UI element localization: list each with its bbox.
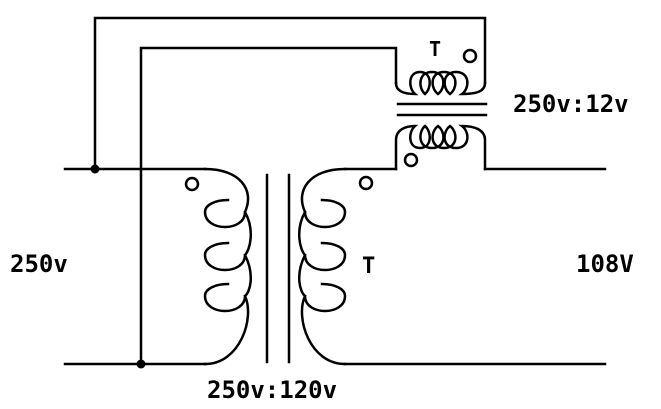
input-voltage-label: 250v xyxy=(10,250,68,278)
polarity-dot-aux-lower xyxy=(403,152,419,168)
aux-lower-coil xyxy=(394,124,487,171)
main-transformer-mark: T xyxy=(362,254,375,279)
aux-ratio-label: 250v:12v xyxy=(513,90,629,118)
main-ratio-label: 250v:120v xyxy=(207,376,337,404)
junction-dot-top xyxy=(90,164,100,174)
polarity-dot-aux-upper xyxy=(462,48,478,64)
junction-dot-bottom xyxy=(136,359,146,369)
main-secondary-coil xyxy=(298,167,347,366)
output-voltage-label: 108V xyxy=(576,250,634,278)
aux-upper-coil xyxy=(394,70,487,96)
polarity-dot-main-secondary xyxy=(358,175,374,191)
wire-outer-loop xyxy=(93,16,487,171)
aux-transformer-mark: T xyxy=(429,37,441,61)
wire-inner-loop xyxy=(139,46,398,366)
polarity-dot-main-primary xyxy=(184,176,200,192)
main-primary-coil xyxy=(203,167,252,366)
